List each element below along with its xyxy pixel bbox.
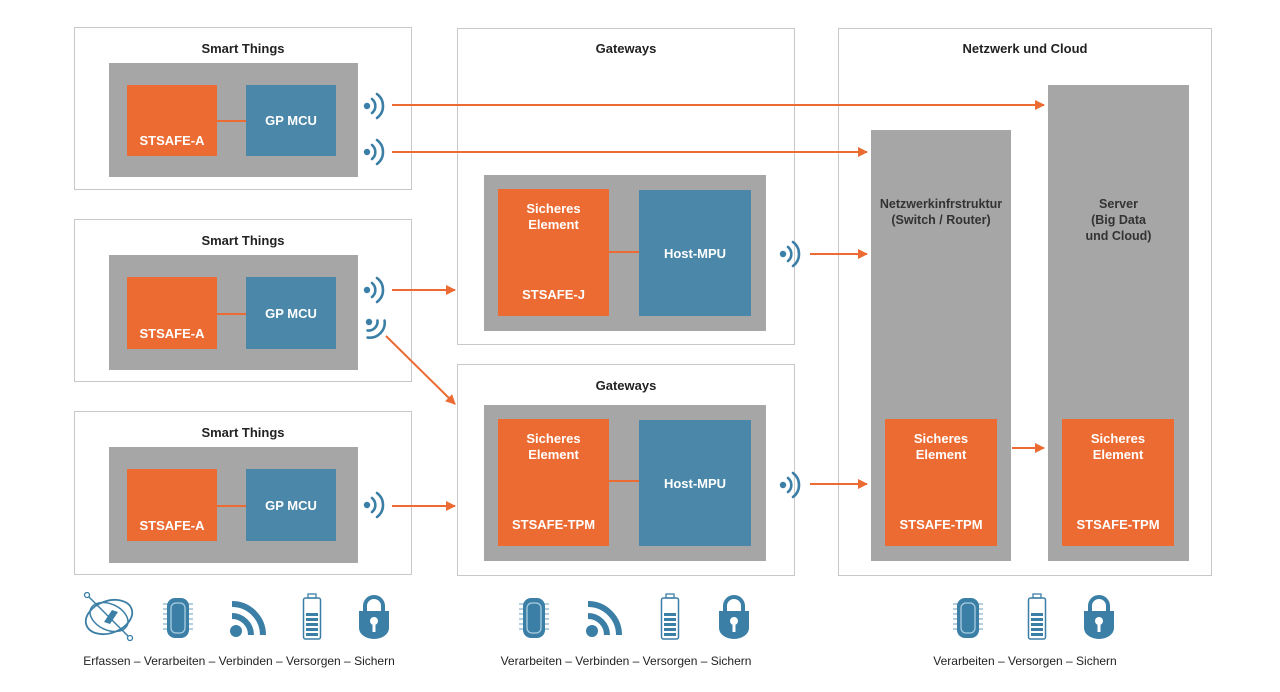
panel-title: Netzwerk und Cloud xyxy=(962,41,1088,56)
secure-element-label-line1: Sicheres xyxy=(526,431,581,446)
secure-element-label: STSAFE-A xyxy=(139,133,205,148)
server-label-line3: und Cloud) xyxy=(1085,229,1152,243)
legend-caption-network: Verarbeiten – Versorgen – Sichern xyxy=(933,654,1117,668)
battery-icon xyxy=(660,593,680,640)
connector xyxy=(217,313,246,315)
secure-element-label-line2: Element xyxy=(528,447,579,462)
secure-element-part: STSAFE-TPM xyxy=(1076,517,1160,532)
server-label-line1: Server xyxy=(1099,197,1138,211)
panel-title: Smart Things xyxy=(201,41,285,56)
panel-title: Smart Things xyxy=(201,425,285,440)
secure-element-label: STSAFE-A xyxy=(139,518,205,533)
lock-icon xyxy=(359,595,389,639)
panel-title: Gateways xyxy=(595,41,657,56)
connector xyxy=(609,480,639,482)
lock-icon xyxy=(719,595,749,639)
gp-mcu: GP MCU xyxy=(246,277,336,349)
secure-element-label-line2: Element xyxy=(528,217,579,232)
host-mpu: Host-MPU xyxy=(639,190,751,316)
infra-secure-element: Sicheres Element STSAFE-TPM xyxy=(885,419,997,546)
infra-label-line2: (Switch / Router) xyxy=(891,213,991,227)
secure-element-label-line1: Sicheres xyxy=(526,201,581,216)
legend-caption-devices: Erfassen – Verarbeiten – Verbinden – Ver… xyxy=(83,654,395,668)
secure-element-label-line2: Element xyxy=(915,447,967,462)
host-mpu: Host-MPU xyxy=(639,420,751,546)
server-secure-element: Sicheres Element STSAFE-TPM xyxy=(1062,419,1174,546)
secure-element-part: STSAFE-J xyxy=(522,287,585,302)
secure-element-stsafe-a: STSAFE-A xyxy=(127,469,217,541)
connector xyxy=(609,251,639,253)
chip-icon xyxy=(953,598,983,638)
connector xyxy=(217,505,246,507)
lock-icon xyxy=(1084,595,1114,639)
secure-element-label: STSAFE-A xyxy=(139,326,205,341)
secure-element-part: STSAFE-TPM xyxy=(899,517,983,532)
battery-icon xyxy=(1027,593,1047,640)
legend-caption-gateways: Verarbeiten – Verbinden – Versorgen – Si… xyxy=(500,654,752,668)
chip-icon xyxy=(163,598,193,638)
secure-element-stsafe-j: Sicheres Element STSAFE-J xyxy=(498,189,609,316)
connector xyxy=(217,120,246,122)
secure-element-stsafe-tpm: Sicheres Element STSAFE-TPM xyxy=(498,419,609,546)
panel-title: Smart Things xyxy=(201,233,285,248)
secure-element-stsafe-a: STSAFE-A xyxy=(127,85,217,156)
battery-icon xyxy=(302,593,322,640)
chip-icon xyxy=(519,598,549,638)
secure-element-label-line2: Element xyxy=(1092,447,1144,462)
gp-mcu: GP MCU xyxy=(246,469,336,541)
sensor-icon xyxy=(83,592,134,642)
wifi-icon xyxy=(586,601,622,637)
panel-title: Gateways xyxy=(595,378,657,393)
server-label-line2: (Big Data xyxy=(1091,213,1146,227)
gp-mcu: GP MCU xyxy=(246,85,336,156)
wifi-icon xyxy=(230,601,266,637)
secure-element-part: STSAFE-TPM xyxy=(511,517,596,532)
secure-element-label-line1: Sicheres xyxy=(1090,431,1146,446)
infra-label-line1: Netzwerkinfrstruktur xyxy=(879,197,1003,211)
secure-element-label-line1: Sicheres xyxy=(913,431,969,446)
secure-element-stsafe-a: STSAFE-A xyxy=(127,277,217,349)
